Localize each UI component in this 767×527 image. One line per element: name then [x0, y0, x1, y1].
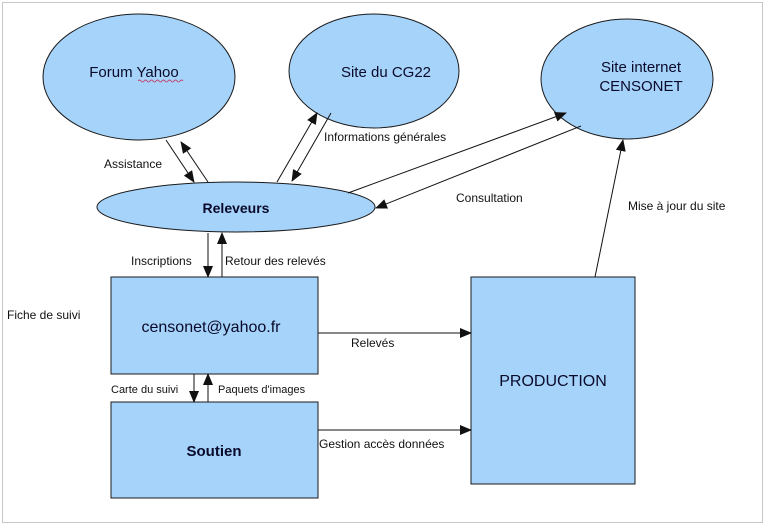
edge-informations-generales: Informations générales — [276, 112, 446, 183]
assistance-label: Assistance — [104, 157, 162, 171]
production-label: PRODUCTION — [499, 373, 607, 390]
consultation-arrow-to-site — [347, 112, 567, 194]
production-box — [470, 276, 636, 485]
node-site-cg22: Site du CG22 — [288, 13, 460, 129]
edge-mise-a-jour: Mise à jour du site — [594, 139, 726, 278]
censonet-mail-label: censonet@yahoo.fr — [142, 319, 282, 336]
edge-assistance: Assistance — [104, 139, 209, 183]
node-releveurs: Releveurs — [96, 181, 376, 233]
mise-a-jour-arrow — [594, 139, 626, 278]
informations-generales-label: Informations générales — [324, 130, 446, 144]
forum-yahoo-ellipse — [42, 13, 236, 141]
site-censonet-label-line1: Site internet — [601, 59, 682, 76]
assistance-arrow-down — [165, 139, 195, 183]
node-censonet-mail: censonet@yahoo.fr — [110, 276, 319, 375]
assistance-arrow-up — [180, 141, 209, 183]
soutien-box — [110, 401, 319, 499]
consultation-label: Consultation — [456, 191, 523, 205]
site-cg22-label: Site du CG22 — [341, 64, 431, 81]
gestion-acces-label: Gestion accès données — [319, 437, 444, 451]
node-forum-yahoo: Forum Yahoo — [42, 13, 236, 141]
edge-paquets-images: Paquets d'images — [203, 373, 306, 402]
soutien-label: Soutien — [187, 443, 242, 460]
mise-a-jour-label: Mise à jour du site — [628, 199, 726, 213]
edge-consultation: Consultation — [347, 112, 582, 209]
edge-retour-releves: Retour des relevés — [217, 232, 326, 277]
info-arrow-down — [291, 112, 332, 182]
node-production: PRODUCTION — [470, 276, 636, 485]
releveurs-ellipse — [96, 181, 376, 233]
retour-releves-label: Retour des relevés — [225, 254, 326, 268]
edge-gestion-acces: Gestion accès données — [318, 425, 472, 451]
site-censonet-label-line2: CENSONET — [599, 78, 682, 95]
releveurs-label: Releveurs — [203, 200, 270, 216]
spellcheck-underline — [137, 79, 184, 83]
site-censonet-ellipse — [540, 18, 714, 140]
info-arrow-up — [276, 112, 318, 183]
releves-label: Relevés — [351, 336, 394, 350]
node-soutien: Soutien — [110, 401, 319, 499]
node-site-censonet: Site internet CENSONET — [540, 18, 714, 140]
consultation-arrow-to-releveurs — [375, 125, 582, 209]
carte-suivi-label: Carte du suivi — [111, 384, 178, 396]
inscriptions-label: Inscriptions — [131, 254, 192, 268]
edge-inscriptions: Inscriptions — [131, 233, 213, 278]
forum-yahoo-label: Forum Yahoo — [89, 64, 179, 81]
paquets-images-label: Paquets d'images — [218, 384, 306, 396]
fiche-de-suivi-annotation: Fiche de suivi — [7, 308, 80, 322]
site-cg22-ellipse — [288, 13, 460, 129]
censonet-mail-box — [110, 276, 319, 375]
edge-carte-suivi: Carte du suivi — [111, 374, 199, 403]
edge-releves: Relevés — [318, 328, 472, 350]
